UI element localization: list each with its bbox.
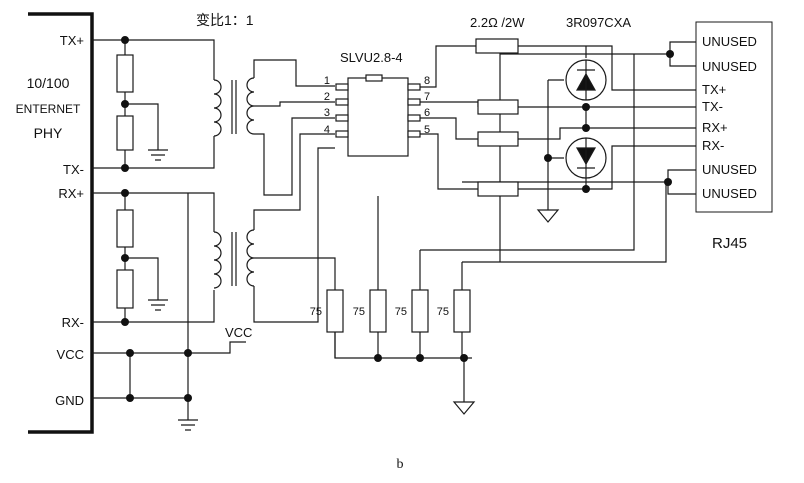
rj45-pin-3: TX+	[702, 82, 726, 97]
termination-resistor-4-value: 75	[437, 306, 449, 318]
rj45-connector-body	[695, 21, 773, 213]
ic-pin-1: 1	[324, 75, 330, 87]
ic-pin-5: 5	[424, 124, 430, 136]
bias-resistor-tx-1	[116, 54, 134, 93]
phy-wiring	[92, 39, 246, 431]
phy-label-line3: PHY	[34, 125, 63, 141]
rj45-pin-8: UNUSED	[702, 186, 757, 201]
ic-pin-6: 6	[424, 107, 430, 119]
phy-label-line1: 10/100	[27, 75, 70, 91]
rx-transformer	[213, 133, 336, 323]
ic-pins	[335, 83, 421, 138]
tvs-diode-top	[565, 59, 607, 101]
bias-resistor-tx-2	[116, 115, 134, 151]
termination-resistor-3	[411, 289, 429, 333]
series-resistor-rx-minus	[477, 181, 519, 197]
phy-label-line2: ENTERNET	[16, 102, 81, 116]
series-resistor-label: 2.2Ω /2W	[470, 15, 525, 30]
phy-pin-vcc: VCC	[57, 347, 84, 362]
ic-pin-4: 4	[324, 124, 330, 136]
bias-resistor-rx-1	[116, 209, 134, 248]
tvs-label: 3R097CXA	[566, 15, 631, 30]
vcc-label: VCC	[225, 325, 252, 340]
termination-resistor-3-value: 75	[395, 306, 407, 318]
ic-notch	[365, 74, 383, 82]
ic-pin-8: 8	[424, 75, 430, 87]
termination-resistor-1	[326, 289, 344, 333]
termination-resistor-2-value: 75	[353, 306, 365, 318]
phy-pin-gnd: GND	[55, 393, 84, 408]
series-resistor-tx-minus	[477, 99, 519, 115]
rj45-pin-7: UNUSED	[702, 162, 757, 177]
series-resistor-rx-plus	[477, 131, 519, 147]
termination-resistor-4	[453, 289, 471, 333]
rj45-pin-4: TX-	[702, 99, 723, 114]
rj45-pin-2: UNUSED	[702, 59, 757, 74]
figure-caption: b	[397, 457, 404, 472]
phy-pin-rx-plus: RX+	[58, 186, 84, 201]
rj45-pin-1: UNUSED	[702, 34, 757, 49]
phy-pin-tx-minus: TX-	[63, 162, 84, 177]
phy-junction-dots	[121, 36, 192, 402]
rj45-label: RJ45	[712, 235, 747, 252]
termination-resistor-2	[369, 289, 387, 333]
line-side-junction-dots	[374, 50, 674, 362]
ic-pin-3: 3	[324, 107, 330, 119]
transformer-ratio-label: 变比1：1	[196, 12, 254, 28]
tvs-diode-bottom	[565, 137, 607, 179]
ic-name: SLVU2.8-4	[340, 50, 403, 65]
tx-transformer	[213, 59, 335, 196]
bias-resistor-rx-2	[116, 269, 134, 309]
ic-pin-7: 7	[424, 91, 430, 103]
ic-pin-2: 2	[324, 91, 330, 103]
phy-block-outline	[28, 12, 94, 434]
ic-body	[347, 77, 409, 157]
rj45-pin-5: RX+	[702, 120, 728, 135]
series-resistor-2-2ohm	[475, 38, 519, 54]
phy-pin-rx-minus: RX-	[62, 315, 84, 330]
termination-resistor-1-value: 75	[310, 306, 322, 318]
rj45-pin-6: RX-	[702, 138, 724, 153]
phy-pin-tx-plus: TX+	[60, 33, 84, 48]
